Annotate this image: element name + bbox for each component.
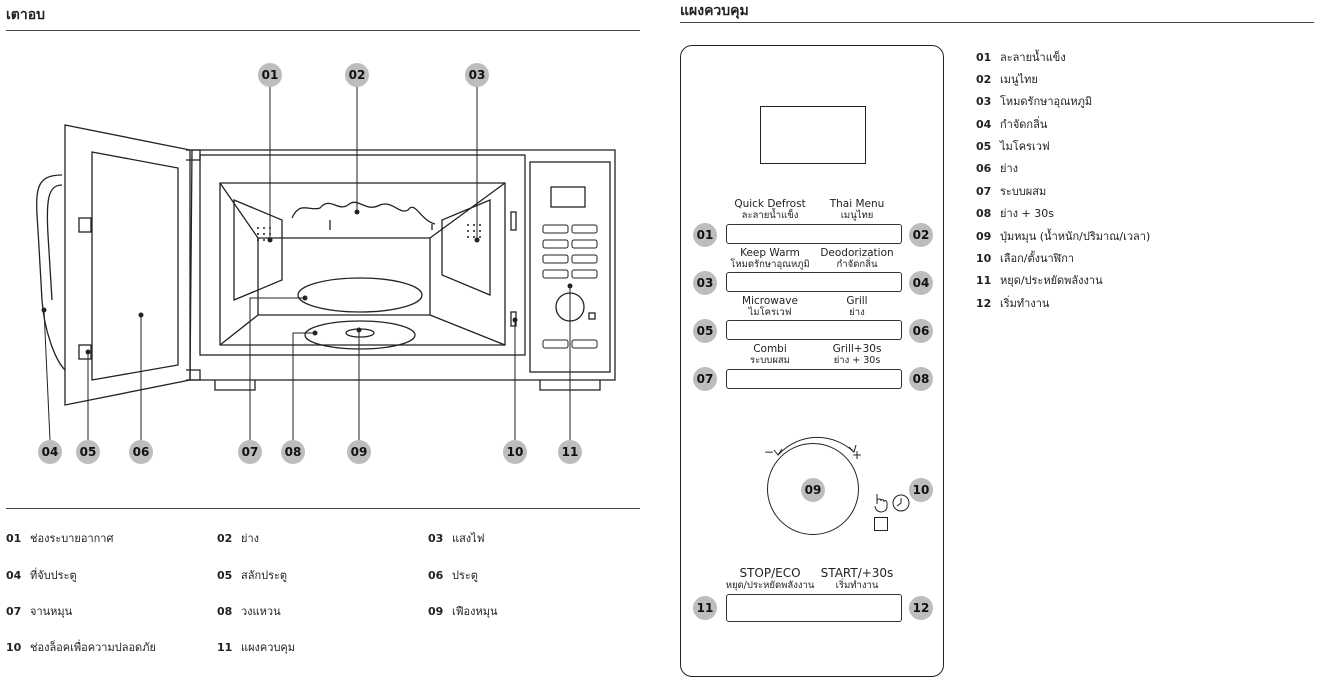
panel-callout-02: 02 — [909, 223, 933, 247]
quick-defrost-button[interactable] — [726, 224, 814, 244]
oven-callout-04: 04 — [38, 440, 62, 464]
start-30s-button[interactable] — [813, 594, 902, 622]
dial-knob[interactable] — [767, 443, 859, 535]
dial-plus-label: + — [852, 448, 863, 462]
oven-diagram — [36, 84, 616, 441]
oven-callout-05: 05 — [76, 440, 100, 464]
panel-callout-10: 10 — [909, 478, 933, 502]
panel-callout-01: 01 — [693, 223, 717, 247]
keep-warm-button[interactable] — [726, 272, 814, 292]
oven-callout-10: 10 — [503, 440, 527, 464]
thai-menu-button[interactable] — [813, 224, 902, 244]
dial-arc-icon — [773, 436, 857, 456]
panel-callout-07: 07 — [693, 367, 717, 391]
combi-button[interactable] — [726, 369, 814, 389]
panel-callout-06: 06 — [909, 319, 933, 343]
grill-30s-button[interactable] — [813, 369, 902, 389]
dial-minus-label: − — [764, 445, 775, 459]
stop-eco-button[interactable] — [726, 594, 814, 622]
hand-clock-icon — [874, 494, 910, 513]
oven-callout-06: 06 — [129, 440, 153, 464]
oven-title-rule — [6, 30, 640, 31]
panel-callout-08: 08 — [909, 367, 933, 391]
oven-callout-08: 08 — [281, 440, 305, 464]
oven-legend-rule — [6, 508, 640, 509]
panel-callout-04: 04 — [909, 271, 933, 295]
oven-callout-09: 09 — [347, 440, 371, 464]
oven-callout-02: 02 — [345, 63, 369, 87]
panel-callout-05: 05 — [693, 319, 717, 343]
deodorization-button[interactable] — [813, 272, 902, 292]
oven-callout-11: 11 — [558, 440, 582, 464]
oven-section-title: เตาอบ — [6, 7, 46, 23]
panel-callout-09: 09 — [801, 478, 825, 502]
oven-callout-01: 01 — [258, 63, 282, 87]
panel-callout-11: 11 — [693, 596, 717, 620]
control-panel-outline — [680, 45, 944, 677]
oven-callout-07: 07 — [238, 440, 262, 464]
panel-callout-12: 12 — [909, 596, 933, 620]
microwave-button[interactable] — [726, 320, 814, 340]
panel-title-rule — [680, 22, 1314, 23]
panel-callout-03: 03 — [693, 271, 717, 295]
select-clock-button[interactable] — [874, 517, 888, 531]
oven-callout-03: 03 — [465, 63, 489, 87]
grill-button[interactable] — [813, 320, 902, 340]
panel-section-title: แผงควบคุม — [680, 3, 749, 19]
display-screen — [760, 106, 866, 164]
